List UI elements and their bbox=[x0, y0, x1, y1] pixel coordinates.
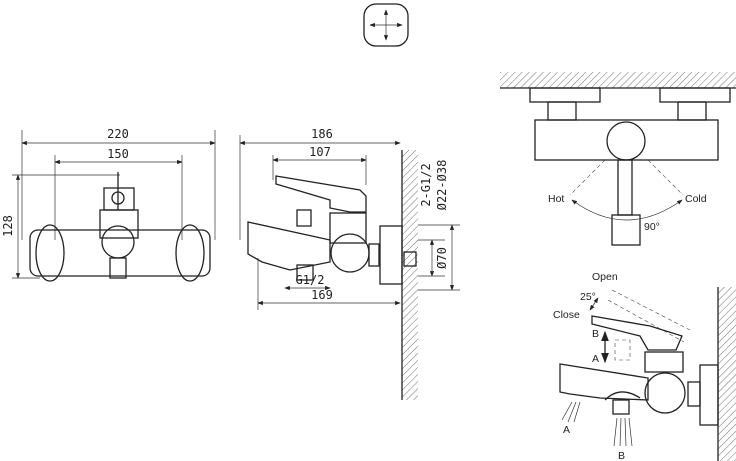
close-label: Close bbox=[553, 309, 580, 321]
dim-inlet-range: Ø22-Ø38 bbox=[435, 160, 449, 211]
dim-inlets: 2-G1/2 bbox=[419, 163, 433, 206]
dim-centers: 150 bbox=[107, 147, 129, 161]
dim-width-total: 220 bbox=[107, 127, 129, 141]
side-view: 186 107 G1/2 169 2-G1/2 Ø22-Ø38 Ø70 bbox=[239, 127, 460, 400]
dim-flange: Ø70 bbox=[435, 247, 449, 269]
dim-lever: 107 bbox=[309, 145, 331, 159]
cross-arrows-icon bbox=[363, 3, 409, 47]
front-view: 220 150 128 bbox=[1, 127, 216, 282]
cold-label: Cold bbox=[685, 193, 707, 205]
hot-label: Hot bbox=[548, 193, 564, 205]
spray-a-icon bbox=[561, 401, 581, 423]
open-label: Open bbox=[592, 271, 618, 283]
top-view: Hot Cold 90° bbox=[500, 72, 736, 246]
dim-depth-total: 186 bbox=[311, 127, 333, 141]
operation-view: Open 25° Close B A A B bbox=[553, 271, 736, 461]
dim-spout: 169 bbox=[311, 288, 333, 302]
outlet-a-label: A bbox=[563, 424, 570, 436]
diverter-b-label: B bbox=[592, 328, 599, 340]
spray-b-icon bbox=[613, 417, 633, 447]
dim-outlet: G1/2 bbox=[296, 273, 325, 287]
outlet-b-label: B bbox=[618, 450, 625, 461]
lever-angle-label: 25° bbox=[580, 291, 596, 303]
diverter-a-label: A bbox=[592, 353, 599, 365]
rotation-angle-label: 90° bbox=[644, 221, 660, 233]
dim-height: 128 bbox=[1, 215, 15, 237]
